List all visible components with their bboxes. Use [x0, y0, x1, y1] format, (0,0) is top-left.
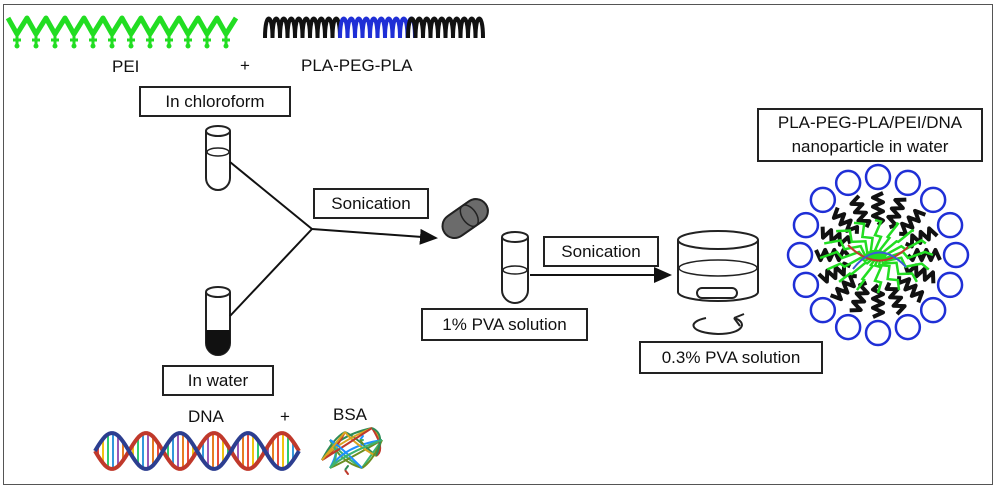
pva-1pct-box: 1% PVA solution	[421, 308, 588, 341]
sonication-box-2: Sonication	[543, 236, 659, 267]
pei-polymer-icon	[5, 15, 239, 49]
pva-03pct-box: 0.3% PVA solution	[639, 341, 823, 374]
dna-label: DNA	[188, 407, 224, 426]
pla-peg-pla-label: PLA-PEG-PLA	[301, 56, 413, 75]
bsa-protein-icon	[321, 427, 383, 475]
nanoparticle-label-line1: PLA-PEG-PLA/PEI/DNA	[777, 113, 963, 132]
pva-tube-icon	[501, 231, 529, 304]
water-tube-icon	[205, 286, 231, 356]
figure-frame	[3, 4, 993, 485]
pei-label: PEI	[112, 57, 140, 76]
merge-arrow	[229, 161, 438, 317]
plus-top: +	[240, 56, 250, 75]
pla-peg-pla-polymer-icon	[263, 16, 485, 39]
stir-rotation-icon	[692, 313, 745, 336]
beaker-icon	[677, 230, 759, 302]
chloroform-tube-icon	[205, 125, 231, 191]
in-chloroform-box: In chloroform	[139, 86, 291, 117]
plus-bottom: +	[280, 407, 290, 426]
sonicated-tube-icon	[441, 198, 489, 240]
nanoparticle-label-line2: nanoparticle in water	[791, 137, 949, 156]
in-water-box: In water	[162, 365, 274, 396]
nanoparticle-box: PLA-PEG-PLA/PEI/DNA nanoparticle in wate…	[757, 108, 983, 162]
dna-helix-icon	[93, 431, 301, 471]
sonication-box-1: Sonication	[313, 188, 429, 219]
bsa-label: BSA	[333, 405, 368, 424]
nanoparticle-icon	[786, 163, 970, 347]
